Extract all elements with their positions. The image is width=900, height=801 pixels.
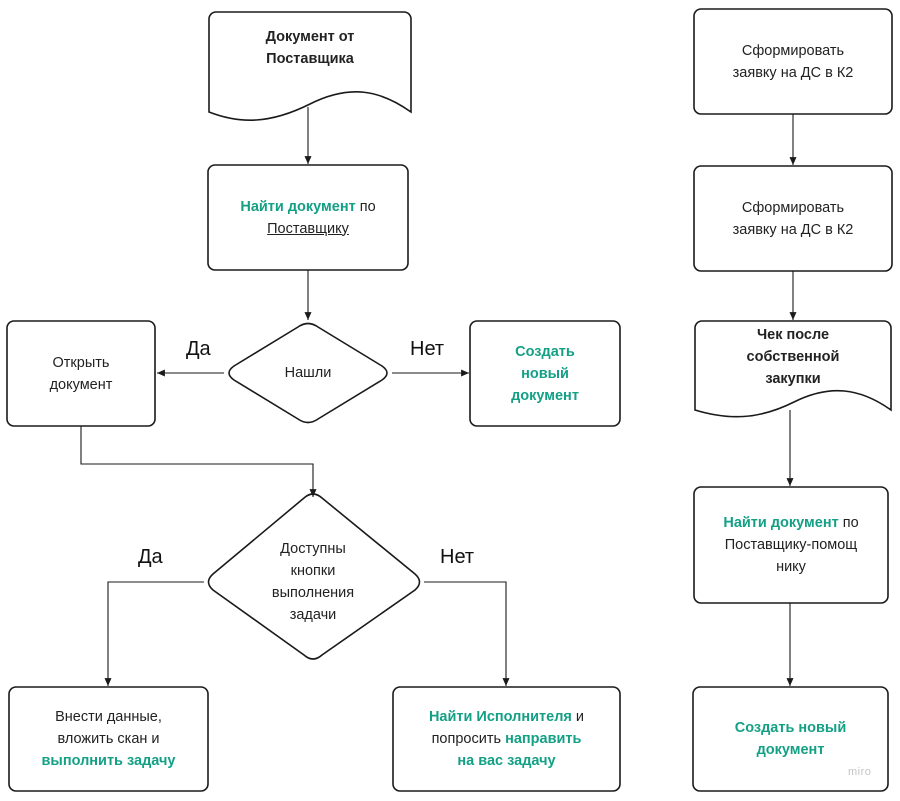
find-doc-rest: по xyxy=(355,198,376,215)
create-new-2-line2: документ xyxy=(756,742,825,758)
find-doc-helper-accent: Найти документ xyxy=(723,515,839,531)
buttons-decision-line2: кнопки xyxy=(290,563,336,579)
form-request-2-line2: заявку на ДС в К2 xyxy=(732,221,854,238)
find-doc-helper-line2: Поставщику-помощ xyxy=(724,537,858,553)
create-new-box-2[interactable] xyxy=(692,686,889,792)
edge-open-to-decision2 xyxy=(80,426,317,497)
receipt-line3: закупки xyxy=(765,371,821,387)
doc-supplier-shape[interactable] xyxy=(208,11,412,121)
create-new-1-line2: новый xyxy=(521,365,569,382)
found-decision-shape[interactable] xyxy=(228,322,388,424)
buttons-decision-shape[interactable] xyxy=(207,493,421,660)
doc-supplier-text: Документ от Поставщика xyxy=(209,22,411,74)
doc-supplier-line2: Поставщика xyxy=(266,51,354,67)
create-new-1-line1: Создать xyxy=(515,343,575,360)
create-new-text-1: Создать новый документ xyxy=(470,321,620,426)
open-doc-text: Открыть документ xyxy=(7,321,155,426)
form-request-1-line2: заявку на ДС в К2 xyxy=(732,64,854,81)
find-doc-helper-text: Найти документ по Поставщику-помощ нику xyxy=(694,487,888,603)
find-executor-ask: попросить xyxy=(431,731,506,747)
create-new-box-1[interactable] xyxy=(469,320,621,427)
buttons-decision-text: Доступны кнопки выполнения задачи xyxy=(238,532,388,632)
form-request-text-2: Сформировать заявку на ДС в К2 xyxy=(694,166,892,271)
find-doc-supplier-link[interactable]: Поставщику xyxy=(267,220,349,237)
found-decision-label: Нашли xyxy=(284,365,332,381)
find-executor-text: Найти Исполнителя и попросить направить … xyxy=(393,687,620,791)
receipt-shape[interactable] xyxy=(694,320,892,418)
no-label-2: Нет xyxy=(440,546,475,568)
enter-data-line3: выполнить задачу xyxy=(41,753,176,769)
buttons-decision-line4: задачи xyxy=(289,607,337,623)
receipt-line1: Чек после xyxy=(756,327,830,343)
find-doc-helper-box[interactable] xyxy=(693,486,889,604)
enter-data-line2: вложить скан и xyxy=(57,731,160,747)
open-doc-line2: документ xyxy=(49,376,113,393)
find-executor-accent: Найти Исполнителя xyxy=(428,709,572,725)
form-request-text-1: Сформировать заявку на ДС в К2 xyxy=(694,9,892,114)
create-new-2-line1: Создать новый xyxy=(734,720,847,736)
find-executor-box[interactable] xyxy=(392,686,621,792)
find-executor-send: направить xyxy=(505,731,582,747)
no-label-1: Нет xyxy=(410,338,445,360)
edge-yes2-to-enter xyxy=(104,581,204,686)
find-doc-helper-line3: нику xyxy=(776,559,806,575)
find-doc-accent: Найти документ xyxy=(240,198,356,215)
yes-label-1: Да xyxy=(186,338,211,360)
yes-label-2: Да xyxy=(138,546,163,568)
create-new-text-2: Создать новый документ xyxy=(693,687,888,791)
form-request-1-line1: Сформировать xyxy=(741,42,845,59)
create-new-1-line3: документ xyxy=(511,387,579,404)
doc-supplier-line1: Документ от xyxy=(265,29,355,45)
found-decision-text: Нашли xyxy=(240,350,376,396)
find-doc-helper-rest: по xyxy=(838,515,859,531)
enter-data-box[interactable] xyxy=(8,686,209,792)
edge-no2-to-executor xyxy=(424,581,510,686)
find-doc-text: Найти документ по Поставщику xyxy=(208,165,408,270)
enter-data-text: Внести данные, вложить скан и выполнить … xyxy=(9,687,208,791)
buttons-decision-line1: Доступны xyxy=(280,541,346,557)
buttons-decision-line3: выполнения xyxy=(271,585,355,601)
receipt-text: Чек после собственной закупки xyxy=(695,322,891,392)
form-request-2-line1: Сформировать xyxy=(741,199,845,216)
enter-data-line1: Внести данные, xyxy=(55,709,162,725)
receipt-line2: собственной xyxy=(746,349,840,365)
open-doc-line1: Открыть xyxy=(52,354,110,371)
find-executor-line3: на вас задачу xyxy=(457,753,556,769)
miro-watermark: miro xyxy=(848,766,872,778)
find-executor-rest: и xyxy=(571,709,585,725)
